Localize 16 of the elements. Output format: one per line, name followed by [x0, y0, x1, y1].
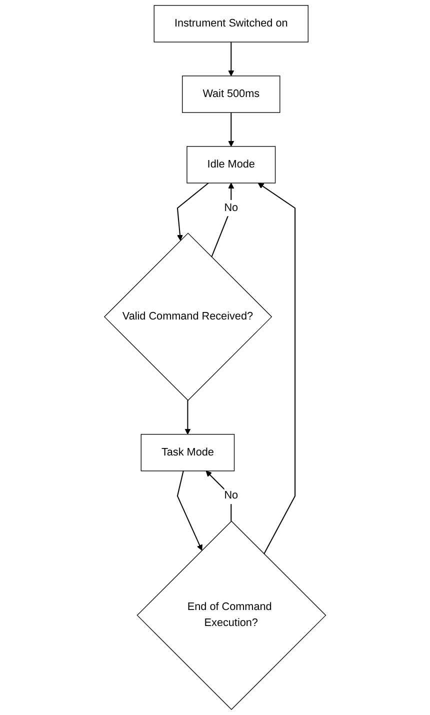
- arrow: [211, 182, 234, 258]
- edge-label: No: [224, 202, 238, 214]
- node-box: Instrument Switched on: [154, 5, 308, 42]
- arrow: [228, 112, 234, 147]
- node-box: Task Mode: [140, 434, 235, 472]
- arrow: [228, 42, 234, 76]
- arrow: [206, 470, 232, 522]
- arrow: [176, 470, 202, 551]
- node-box: Wait 500ms: [182, 76, 280, 113]
- arrow: [184, 400, 191, 435]
- node-diamond: End of Command Execution?: [136, 520, 326, 710]
- edge-label: No: [224, 490, 238, 502]
- node-diamond: Valid Command Received?: [104, 232, 272, 401]
- arrow: [176, 182, 209, 241]
- arrow: [258, 182, 296, 554]
- node-box: Idle Mode: [186, 146, 276, 184]
